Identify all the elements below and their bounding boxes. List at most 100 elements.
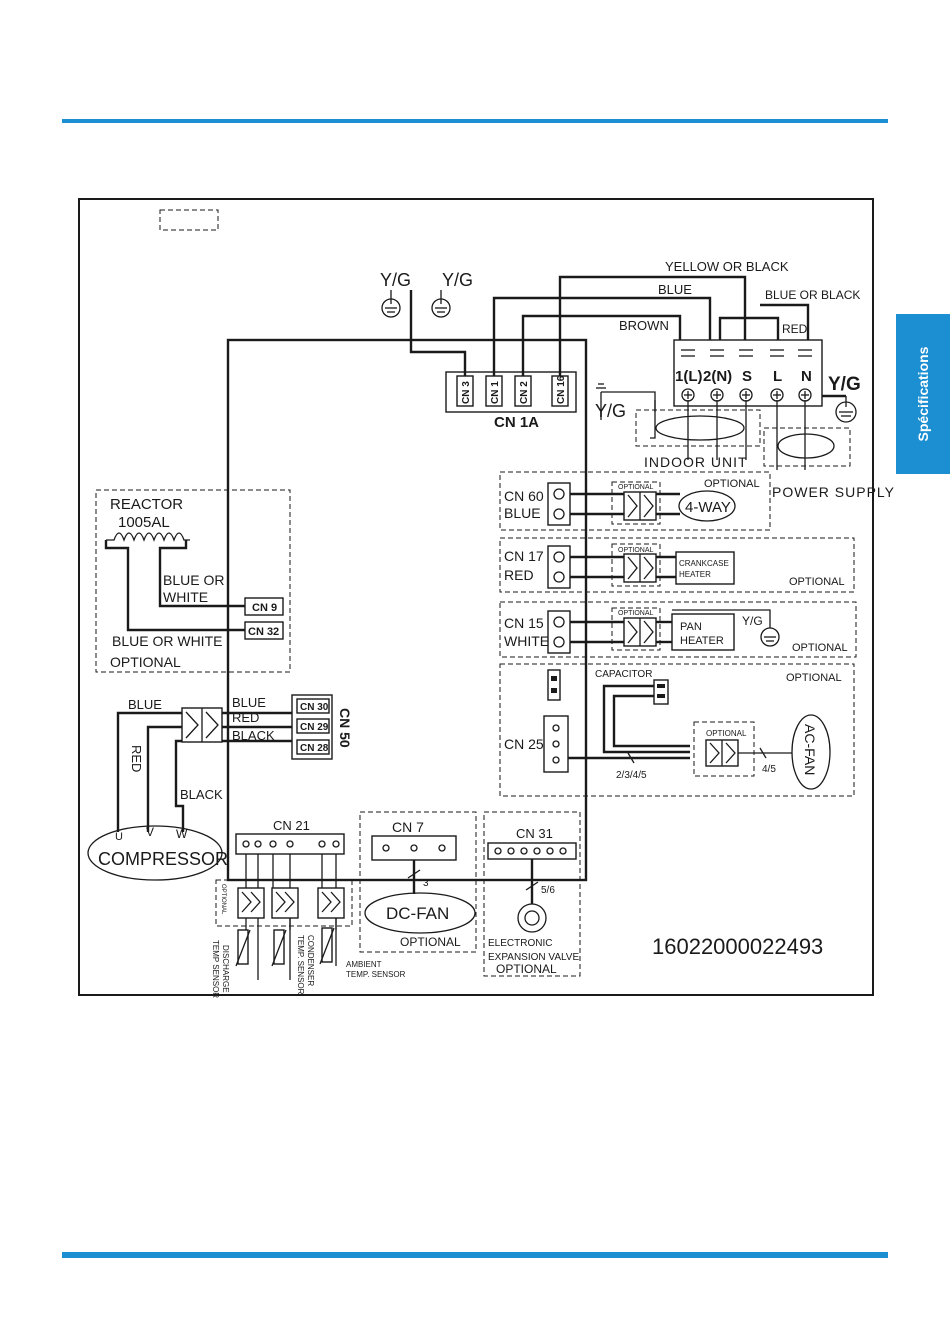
capacitor-icon: [653, 679, 669, 705]
blank-label-box: [159, 209, 219, 231]
cn7-connector: [371, 835, 457, 861]
header-rule: [62, 119, 888, 123]
cn25-optional-small: OPTIONAL: [706, 729, 747, 738]
footer-rule: [62, 1252, 888, 1258]
ground-icon: [835, 396, 857, 423]
ground-label-terminal: Y/G: [828, 374, 861, 395]
ac-fan-icon: [791, 714, 831, 790]
reactor-wire2: BLUE OR WHITE: [112, 633, 222, 649]
reactor-model: 1005AL: [118, 514, 170, 531]
cn7-name: CN 7: [392, 819, 424, 835]
wire-blue-or-black: [760, 303, 810, 340]
cn31-valve-line2: EXPANSION VALVE: [488, 952, 579, 963]
wire-label-blue-or-black: BLUE OR BLACK: [765, 288, 860, 302]
cn25-box: [499, 663, 855, 797]
wire-reactor-cn32: [104, 540, 246, 632]
cn25-optional: OPTIONAL: [786, 672, 842, 684]
reactor-box: [95, 489, 291, 673]
cn15-optional: OPTIONAL: [792, 642, 848, 654]
cn7-box: [359, 811, 477, 953]
cn17-device-line2: HEATER: [679, 570, 711, 579]
cn15-ground: Y/G: [742, 614, 763, 628]
cn25-aux-connector: [547, 669, 561, 701]
sensor-discharge-2: TEMP SENSOR: [211, 940, 220, 998]
power-cable-ferrite: [777, 433, 835, 459]
main-pcb: [226, 338, 588, 882]
cn15-optional-small: OPTIONAL: [618, 610, 654, 617]
cn7-wire-count: 3: [423, 878, 429, 889]
ground-icon: [760, 627, 780, 647]
terminal-n: N: [801, 368, 812, 385]
cn60-optional: OPTIONAL: [704, 478, 760, 490]
cn3-label: CN 3: [461, 381, 472, 404]
ground-icon: [596, 383, 606, 389]
cn17-color: RED: [504, 567, 534, 583]
cn17-device-line1: CRANKCASE: [679, 559, 729, 568]
cn15-name: CN 15: [504, 615, 544, 631]
indoor-cable-ferrite: [655, 415, 745, 441]
cn7-optional: OPTIONAL: [400, 935, 461, 949]
cn25-wire-count: 2/3/4/5: [616, 770, 647, 781]
cn25-wire-count2: 4/5: [762, 764, 776, 775]
diagram-frame: [78, 198, 874, 996]
sensor-discharge-1: DISCHARGE: [221, 945, 230, 993]
cn9-connector: [244, 597, 284, 616]
wire-label-yellow-or-black: YELLOW OR BLACK: [665, 259, 789, 274]
cn16-label: CN 16: [556, 375, 567, 404]
cn25-name: CN 25: [504, 736, 544, 752]
cn17-box: [499, 537, 855, 593]
cn60-box: [499, 471, 771, 531]
sensor-ambient-1: AMBIENT: [346, 960, 382, 969]
terminal-2n: 2(N): [703, 368, 732, 385]
ground-label-2: Y/G: [442, 270, 473, 290]
cn17-optional-small: OPTIONAL: [618, 547, 654, 554]
cn21-optional-small: OPTIONAL: [220, 884, 226, 915]
cn31-name: CN 31: [516, 826, 553, 841]
wire-comp-u: [116, 711, 182, 832]
cn17-name: CN 17: [504, 548, 544, 564]
ground-label-1: Y/G: [380, 270, 411, 290]
cn31-box: [483, 811, 581, 977]
cn29-label: CN 29: [300, 722, 329, 733]
reactor-title: REACTOR: [110, 496, 183, 513]
expansion-valve-icon: [517, 903, 547, 933]
cn25-fan: AC-FAN: [802, 724, 818, 775]
cn15-box: [499, 601, 857, 658]
cn32-label: CN 32: [248, 626, 279, 638]
reactor-wire1-line2: WHITE: [163, 589, 208, 605]
comp-wire-blue: BLUE: [128, 697, 162, 712]
compressor-label: COMPRESSOR: [98, 849, 228, 869]
terminal-1l: 1(L): [675, 368, 703, 385]
cn2-label: CN 2: [519, 381, 530, 404]
terminal-screws: [681, 349, 812, 357]
power-supply-box: [763, 427, 851, 467]
cn9-label: CN 9: [252, 602, 277, 614]
cn25-capacitor: CAPACITOR: [595, 669, 652, 680]
sensor-condenser-1: CONDENSER: [306, 935, 315, 986]
cn50-wire-blue: BLUE: [232, 695, 266, 710]
wire-ground-cn3: [409, 290, 467, 376]
cn60-color: BLUE: [504, 505, 541, 521]
discharge-sensor-relay: [237, 887, 265, 919]
ground-icon: [381, 290, 401, 318]
pan-heater-icon: [671, 613, 735, 651]
reactor-optional: OPTIONAL: [110, 654, 181, 670]
crankcase-heater-icon: [675, 551, 735, 585]
cn1-label: CN 1: [490, 381, 501, 404]
comp-wire-black: BLACK: [180, 787, 223, 802]
wire-label-blue: BLUE: [658, 282, 692, 297]
cn60-optional-small: OPTIONAL: [618, 484, 654, 491]
cn31-wire-count: 5/6: [541, 885, 555, 896]
cn21-connector: [235, 833, 345, 855]
cn7-fan: DC-FAN: [386, 904, 449, 923]
cn31-optional: OPTIONAL: [496, 962, 557, 976]
wire-reactor-cn9: [158, 540, 246, 608]
comp-wire-red: RED: [129, 745, 144, 772]
wire-red: [718, 316, 780, 340]
four-way-valve-icon: [678, 490, 736, 522]
section-tab[interactable]: Spécifications: [896, 314, 950, 474]
comp-w: W: [176, 827, 188, 841]
wire-cn16: [558, 275, 747, 376]
reactor-wire1-line1: BLUE OR: [163, 572, 224, 588]
ground-label-indoor: Y/G: [595, 401, 626, 421]
